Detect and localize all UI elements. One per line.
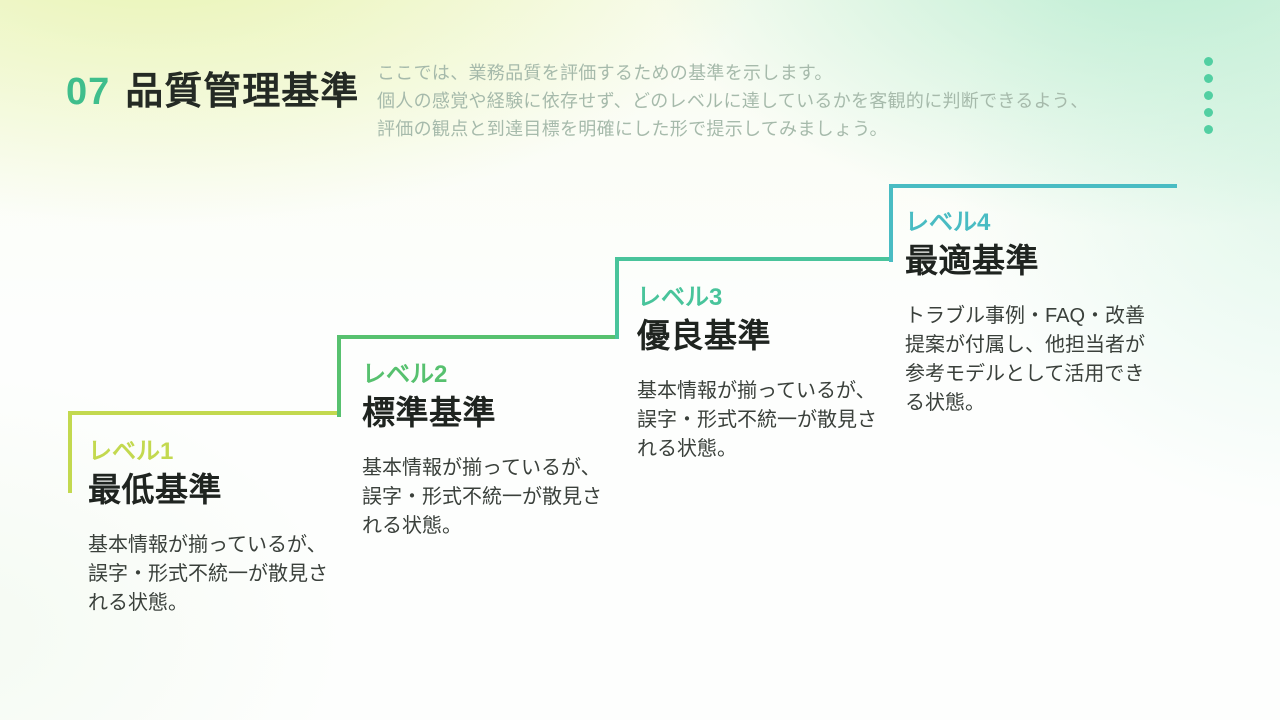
level-4-name: 最適基準 [905, 241, 1039, 279]
level-2-name: 標準基準 [362, 393, 496, 431]
dot [1204, 57, 1213, 66]
level-2-description: 基本情報が揃っているが、誤字・形式不統一が散見される状態。 [362, 457, 602, 538]
step-line-level-1 [68, 411, 340, 493]
level-2-label: レベル2 [362, 361, 448, 388]
dot [1204, 108, 1213, 117]
level-4-block: レベル4 最適基準 トラブル事例・FAQ・改善提案が付属し、他担当者が参考モデル… [905, 209, 1157, 418]
level-1-block: レベル1 最低基準 基本情報が揃っているが、誤字・形式不統一が散見される状態。 [88, 438, 340, 618]
dot [1204, 91, 1213, 100]
dots-decoration [1204, 57, 1213, 134]
level-3-name: 優良基準 [637, 316, 771, 354]
level-3-description: 基本情報が揃っているが、誤字・形式不統一が散見される状態。 [637, 380, 877, 461]
level-1-label: レベル1 [88, 438, 174, 465]
header: 07 品質管理基準 [66, 60, 359, 115]
level-2-block: レベル2 標準基準 基本情報が揃っているが、誤字・形式不統一が散見される状態。 [362, 361, 614, 541]
step-line-level-4 [889, 184, 1177, 262]
level-1-name: 最低基準 [88, 470, 222, 508]
section-number: 07 [66, 71, 111, 113]
level-1-description: 基本情報が揃っているが、誤字・形式不統一が散見される状態。 [88, 534, 328, 615]
level-3-label: レベル3 [637, 284, 723, 311]
dot [1204, 125, 1213, 134]
level-4-description: トラブル事例・FAQ・改善提案が付属し、他担当者が参考モデルとして活用できる状態… [905, 305, 1146, 415]
step-line-level-2 [337, 335, 617, 417]
level-4-label: レベル4 [905, 209, 991, 236]
page-title: 品質管理基準 [125, 71, 360, 113]
slide-subtitle: ここでは、業務品質を評価するための基準を示します。 個人の感覚や経験に依存せず、… [377, 63, 1089, 139]
dot [1204, 74, 1213, 83]
step-line-level-3 [615, 257, 890, 339]
level-3-block: レベル3 優良基準 基本情報が揃っているが、誤字・形式不統一が散見される状態。 [637, 284, 889, 464]
